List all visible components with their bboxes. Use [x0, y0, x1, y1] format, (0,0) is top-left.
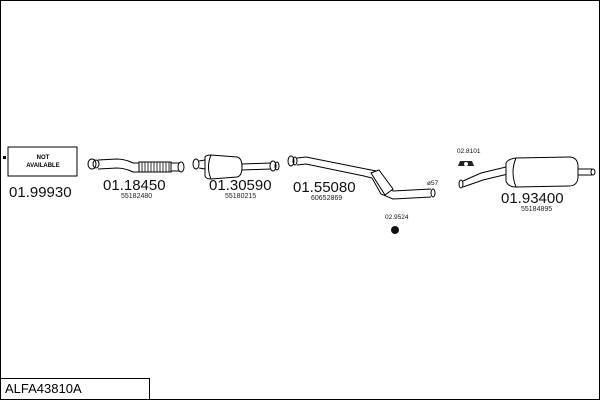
not-available-box	[7, 146, 78, 177]
rubber-hanger-icon	[458, 161, 474, 166]
gasket-02-9524[interactable]: 02.9524	[385, 214, 409, 234]
front-pipe-icon	[87, 158, 185, 173]
part-01-30590[interactable]: 01.30590 55180215	[192, 154, 280, 200]
not-available-line1: NOT	[37, 155, 50, 161]
connector-marker	[3, 156, 6, 159]
rear-silencer-icon	[458, 156, 596, 189]
reference-code: ALFA43810A	[5, 381, 82, 396]
part-01-93400[interactable]: 01.93400 55184895	[458, 156, 596, 213]
gasket-icon	[391, 226, 399, 234]
front-silencer-icon	[192, 154, 280, 180]
oe-number-01-18450: 55182480	[121, 193, 152, 200]
oe-number-01-93400: 55184895	[521, 206, 552, 213]
part-01-55080[interactable]: 01.55080 60652869	[287, 155, 436, 202]
part-01-18450[interactable]: 01.18450 55182480	[87, 158, 185, 200]
not-available-line2: AVAILABLE	[26, 163, 59, 169]
pipe-size-label: ø57	[427, 180, 439, 187]
middle-pipe-icon	[287, 155, 436, 200]
part-number-01-99930: 01.99930	[9, 184, 72, 201]
reference-box: ALFA43810A	[1, 378, 150, 399]
gasket-number: 02.9524	[385, 214, 409, 221]
part-number-01-30590: 01.30590	[209, 177, 272, 194]
oe-number-01-30590: 55180215	[225, 193, 256, 200]
oe-number-01-55080: 60652869	[311, 195, 342, 202]
hanger-02-8101[interactable]: 02.8101	[457, 148, 481, 166]
part-number-01-93400: 01.93400	[501, 190, 564, 207]
part-number-01-55080: 01.55080	[293, 179, 356, 196]
part-01-99930[interactable]: NOT AVAILABLE 01.99930	[3, 146, 78, 201]
hanger-number: 02.8101	[457, 148, 481, 155]
part-number-01-18450: 01.18450	[103, 177, 166, 194]
